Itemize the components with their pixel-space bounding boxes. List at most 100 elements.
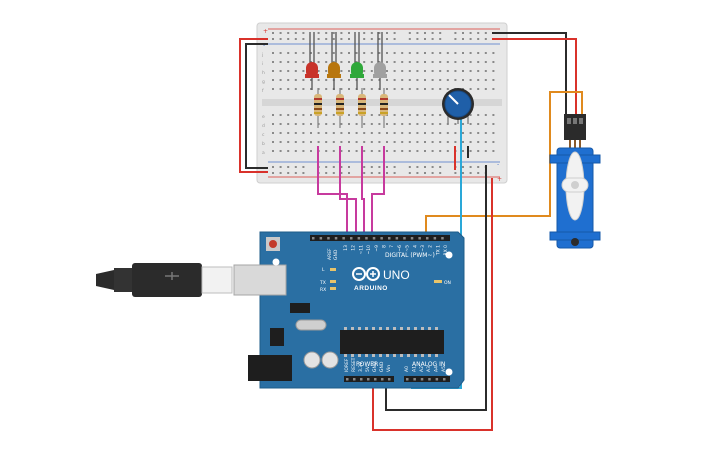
resistor-3[interactable] [358,88,366,128]
wire-red-left-loop[interactable] [239,38,268,173]
crystal [295,319,327,331]
arduino-logo-icon [352,267,380,281]
digital-header[interactable] [310,235,450,241]
pin-label: ~3 [420,245,426,252]
wire-orange-servo-signal[interactable] [425,91,583,238]
microcontroller-chip [340,330,444,354]
pin-label: A0 [404,366,410,372]
led-red[interactable] [305,32,319,90]
analog-label: ANALOG IN [412,361,445,368]
pin-label: ~5 [405,245,411,252]
usb-plug-metal [201,266,233,294]
led-amber[interactable] [327,32,341,90]
pin-label: ~9 [374,245,380,252]
pin-label: A4 [434,366,440,372]
model-label: UNO [383,268,410,282]
wire-magenta-led-1[interactable] [317,146,348,236]
row-label: h [262,70,265,76]
resistor-1[interactable] [314,88,322,128]
tx-led [330,280,336,283]
on-label: ON [444,280,451,286]
l-label: L [322,267,325,273]
pin-label: 2 [428,245,434,248]
power-label: POWER [356,361,378,368]
pin-label: A3 [426,366,432,372]
led-green[interactable] [350,32,364,90]
led-group[interactable] [305,32,387,90]
power-jack[interactable] [248,355,292,381]
wires[interactable] [239,32,583,431]
rail-plus-label: + [263,28,268,35]
usb-cable-icon[interactable] [96,263,233,297]
wire-black-servo[interactable] [492,32,567,116]
resistor-group[interactable] [314,88,388,128]
usb-symbol-icon [165,272,179,280]
row-label: e [262,115,265,120]
servo-icon[interactable] [549,114,601,249]
pin-label: A5 [441,366,447,372]
pin-label: RESET [351,357,357,372]
usb-cable-tail [96,270,114,290]
resistor-4[interactable] [380,88,388,128]
capacitor-1 [303,351,321,369]
pin-label: IOREF [344,358,350,372]
gnd-label: GND [333,249,339,260]
pin-label: 8 [382,245,388,248]
row-label: i [262,61,263,67]
pin-label: ~6 [397,245,403,252]
servo-connector [564,114,586,140]
pin-label: 5V [365,365,371,372]
wire-magenta-led-2[interactable] [339,146,357,236]
wire-magenta-led-4[interactable] [371,146,385,236]
digital-label: DIGITAL (PWM~) [385,252,435,259]
wire-red-servo[interactable] [492,38,577,116]
wire-red-5v[interactable] [372,178,493,431]
row-label: a [262,151,265,156]
pin-label: ~11 [358,245,364,255]
row-label: b [262,141,265,147]
chip-pins [344,327,438,357]
pin-label: 3.3V [358,361,364,372]
led-white[interactable] [373,32,387,90]
capacitor-2 [321,351,339,369]
row-label: j [261,52,263,58]
rail-plus-label-bottom: + [497,176,502,183]
l-led [330,268,336,271]
rail-minus-label: - [263,42,265,49]
wire-black-left-loop[interactable] [245,43,268,169]
tx-label: TX [319,280,326,286]
pin-label: GND [372,361,378,372]
pin-label: 13 [343,245,349,251]
resistor-2[interactable] [336,88,344,128]
wire-black-gnd[interactable] [385,165,487,411]
pin-label: 7 [389,245,395,248]
row-label: g [262,80,265,85]
analog-header[interactable] [404,376,450,382]
pin-label: 12 [351,245,357,251]
pin-label: A1 [411,366,417,372]
pin-label: 4 [412,245,418,248]
on-led [434,280,442,283]
row-label: c [262,133,265,138]
pin-label: A2 [419,366,425,372]
pin-label: RX 0 [443,245,449,256]
usb-port[interactable] [233,264,287,296]
wire-magenta-led-3[interactable] [361,146,365,236]
aref-label: AREF [327,248,333,260]
reset-button-cap[interactable] [269,240,277,248]
usb-plug-body [132,263,202,297]
rx-label: RX [320,287,326,293]
row-label: d [262,123,265,129]
pin-label: TX 1 [435,245,441,256]
potentiometer-icon[interactable] [442,88,474,124]
pin-label: Vin [386,365,392,372]
rx-led [330,287,336,290]
arduino-board[interactable]: UNO ARDUINO DIGITAL (PWM~) POWER ANALOG … [233,231,465,389]
pin-label: ~10 [366,245,372,255]
